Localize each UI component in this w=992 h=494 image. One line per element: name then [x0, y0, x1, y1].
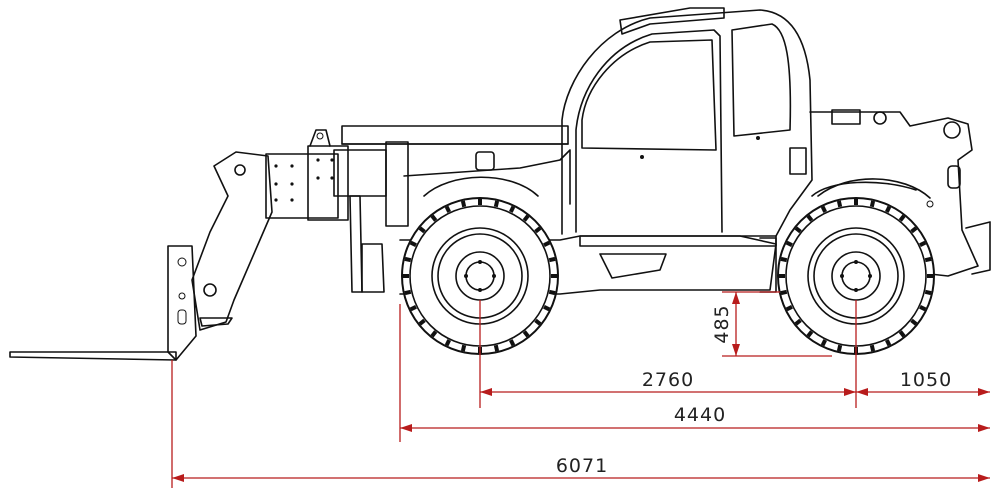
tread-lug — [785, 240, 793, 247]
tread-lug — [509, 339, 516, 347]
tread-lug — [885, 339, 892, 347]
tread-lug — [780, 289, 788, 296]
tread-lug — [898, 214, 906, 222]
tread-lug — [403, 274, 409, 278]
tread-lug — [548, 256, 556, 263]
tread-lug — [836, 200, 843, 208]
tread-lug — [820, 205, 827, 213]
tread-lug — [551, 274, 557, 278]
fork-carriage — [191, 151, 273, 331]
tread-lug — [509, 205, 516, 213]
dimension-2760-label: 2760 — [642, 369, 694, 391]
tread-lug — [444, 205, 451, 213]
tread-lug — [898, 330, 906, 338]
tread-lug — [919, 305, 927, 312]
tread-lug — [534, 318, 542, 326]
tread-lug — [493, 344, 500, 352]
tread-lug — [919, 240, 927, 247]
tread-lug — [924, 256, 932, 263]
tread-lug — [910, 318, 918, 326]
telescopic-boom — [265, 125, 569, 227]
tread-lug — [430, 214, 438, 222]
tread-lug — [444, 339, 451, 347]
tread-lug — [522, 214, 530, 222]
tread-lug — [869, 344, 876, 352]
tread-lug — [404, 256, 412, 263]
tread-lug — [924, 289, 932, 296]
chassis — [349, 149, 777, 295]
tread-lug — [885, 205, 892, 213]
tread-lug — [418, 226, 426, 234]
tread-lug — [854, 199, 858, 205]
tread-lug — [927, 274, 933, 278]
dimension-6071-label: 6071 — [556, 455, 608, 477]
dimension-labels: 485 2760 1050 4440 6071 — [556, 304, 952, 477]
dimension-485-label: 485 — [711, 304, 733, 343]
tread-lug — [869, 200, 876, 208]
engine-body — [789, 109, 991, 277]
tread-lug — [806, 330, 814, 338]
tread-lug — [794, 318, 802, 326]
tread-lug — [780, 256, 788, 263]
tread-lug — [522, 330, 530, 338]
front-wheel — [401, 197, 559, 355]
tread-lug — [543, 305, 551, 312]
fenders — [423, 176, 931, 199]
forks — [9, 245, 197, 361]
tread-lug — [779, 274, 785, 278]
tread-lug — [493, 200, 500, 208]
tread-lug — [785, 305, 793, 312]
tread-lug — [478, 199, 482, 205]
operator-cab — [561, 7, 813, 237]
tread-lug — [409, 305, 417, 312]
tread-lug — [404, 289, 412, 296]
tread-lug — [534, 226, 542, 234]
tread-lug — [430, 330, 438, 338]
rear-wheel — [777, 197, 935, 355]
tread-lug — [820, 339, 827, 347]
dimension-1050-label: 1050 — [900, 369, 952, 391]
dimension-lines — [171, 291, 990, 488]
tread-lug — [548, 289, 556, 296]
tread-lug — [836, 344, 843, 352]
tread-lug — [910, 226, 918, 234]
tread-lug — [409, 240, 417, 247]
tread-lug — [460, 200, 467, 208]
tread-lug — [806, 214, 814, 222]
tread-lug — [543, 240, 551, 247]
tread-lug — [794, 226, 802, 234]
dimension-4440-label: 4440 — [674, 404, 726, 426]
tread-lug — [460, 344, 467, 352]
rear-wheel-tread — [779, 199, 933, 353]
tread-lug — [418, 318, 426, 326]
